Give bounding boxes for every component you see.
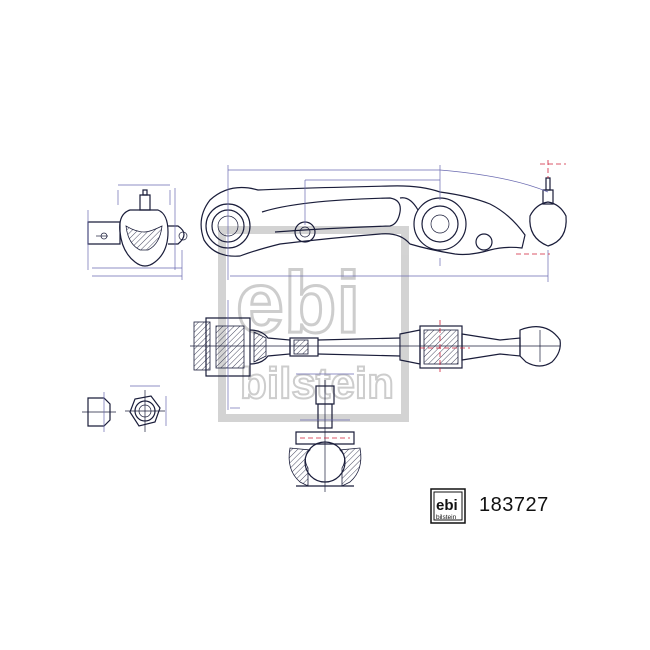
ball-joint-side-view [87, 184, 188, 280]
logo-sub-brand: bilstein [436, 514, 457, 521]
logo-brand: ebi [436, 497, 458, 514]
control-arm-top-view [200, 160, 567, 282]
febi-bilstein-logo: ebi bilstein [430, 488, 466, 524]
control-arm-side-view [190, 300, 561, 410]
watermark-sub-brand: bilstein [240, 359, 394, 408]
ball-joint-section [288, 373, 362, 492]
part-number: 183727 [479, 494, 549, 516]
nut-detail [82, 385, 167, 432]
